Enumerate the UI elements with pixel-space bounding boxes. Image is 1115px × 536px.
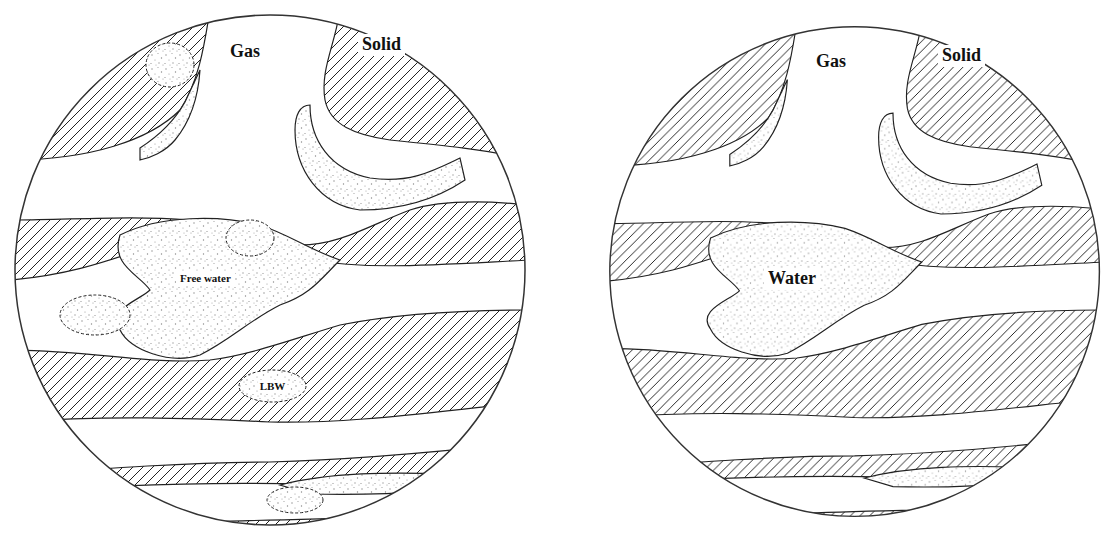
circle-outline [15,15,525,525]
lbw-label: LBW [258,380,288,392]
phase-label: Solid [938,45,985,67]
circle-outline [610,27,1100,517]
phase-label: Solid [358,34,405,56]
phase-label: Free water [176,271,235,285]
right-circle [586,3,1115,536]
lbw-ellipse-node: LBW [238,369,307,403]
lbw-ellipse [267,487,323,513]
phase-label: Gas [226,41,264,63]
lbw-ellipse [226,220,274,256]
ellipse-shape [239,370,306,402]
lbw-ellipse [146,43,194,87]
left-circle [0,0,550,536]
phase-label: Water [764,268,820,290]
lbw-ellipse [60,295,130,335]
phase-label: Gas [812,51,850,73]
